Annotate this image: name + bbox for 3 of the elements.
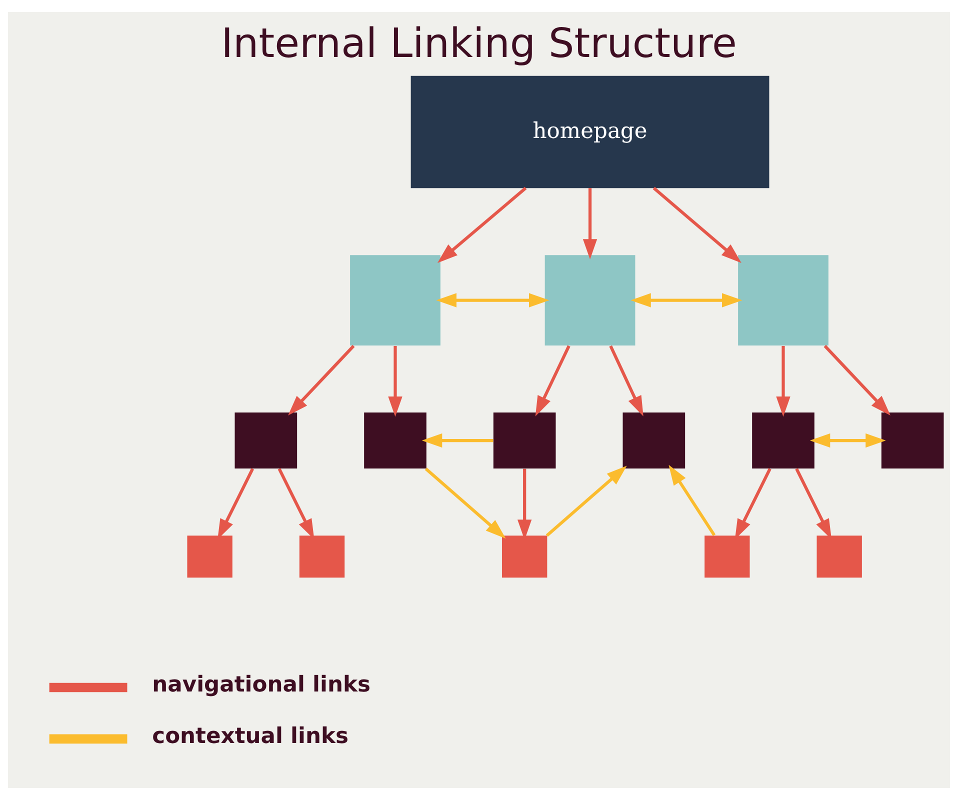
diagram-title: Internal Linking Structure bbox=[221, 18, 737, 67]
legend-label: contextual links bbox=[152, 724, 348, 750]
legend-label: navigational links bbox=[152, 672, 370, 698]
